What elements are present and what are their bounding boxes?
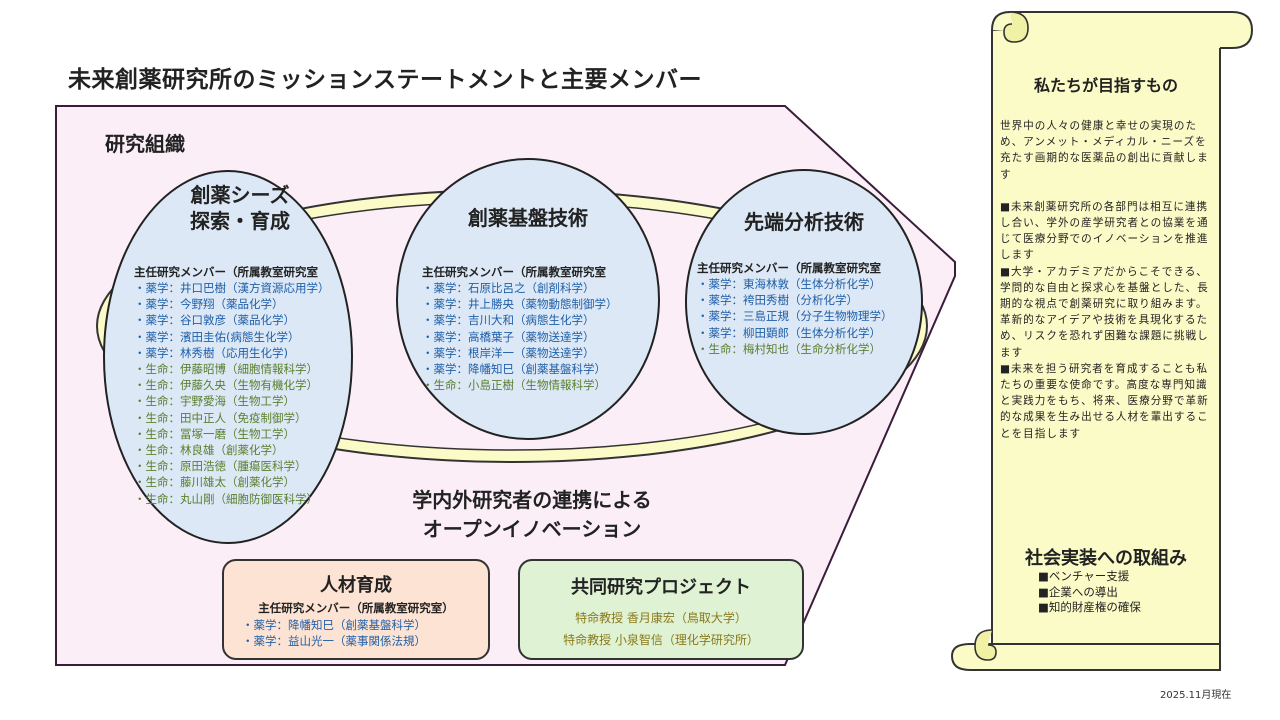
mission-paragraph: ■未来を担う研究者を育成することも私たちの重要な使命です。高度な専門知識と実践力… xyxy=(1000,362,1209,440)
list-item: ・生命：藤川雄太（創薬化学） xyxy=(134,475,295,490)
cluster-title-seeds-line1: 創薬シーズ xyxy=(190,183,290,207)
list-item: ・生命：伊藤久央（生物有機化学） xyxy=(134,378,318,393)
list-item: ・生命：梅村知也（生命分析化学） xyxy=(697,341,881,356)
cluster-title-platform: 創薬基盤技術 xyxy=(468,206,588,230)
list-item: ・薬学：吉川大和（病態生化学） xyxy=(422,313,595,328)
list-item: ・薬学：高橋葉子（薬物送達学） xyxy=(422,329,595,344)
list-item: ・生命：冨塚一磨（生物工学） xyxy=(134,426,295,441)
social-implementation-list: ■ベンチャー支援 ■企業への導出 ■知的財産権の確保 xyxy=(1038,569,1141,616)
mission-scroll xyxy=(950,11,1254,671)
cluster-members-header-seeds: 主任研究メンバー（所属教室研究室 xyxy=(134,265,318,279)
list-item: ・生命：原田浩徳（腫瘍医科学） xyxy=(134,459,307,474)
list-item: ・薬学：根岸洋一（薬物送達学） xyxy=(422,345,595,360)
mission-content: 私たちが目指すもの 世界中の人々の健康と幸せの実現のため、アンメット・メディカル… xyxy=(1000,60,1212,442)
list-item: ■知的財産権の確保 xyxy=(1038,600,1141,614)
list-item: ■ベンチャー支援 xyxy=(1038,569,1130,583)
list-item: ・生命：小島正樹（生物情報科学） xyxy=(422,378,606,393)
list-item: ・生命：伊藤昭博（細胞情報科学） xyxy=(134,362,318,377)
cluster-ellipse-seeds xyxy=(103,170,353,544)
collaboration-line1: 学内外研究者の連携による xyxy=(412,488,652,512)
cluster-member-list-seeds: ・薬学：井口巴樹（漢方資源応用学） ・薬学：今野翔（薬品化学） ・薬学：谷口敦彦… xyxy=(134,280,330,507)
hr-box-members-header: 主任研究メンバー（所属教室研究室） xyxy=(258,601,454,615)
list-item: ・薬学：今野翔（薬品化学） xyxy=(134,297,284,312)
list-item: ・薬学：林秀樹（応用生化学) xyxy=(134,345,288,360)
list-item: ・生命：田中正人（免疫制御学） xyxy=(134,410,307,425)
list-item: 特命教授 香月康宏（鳥取大学） xyxy=(575,611,747,625)
mission-paragraph: 世界中の人々の健康と幸せの実現のため、アンメット・メディカル・ニーズを充たす画期… xyxy=(1000,120,1209,181)
joint-box-title: 共同研究プロジェクト xyxy=(571,577,751,598)
cluster-ellipse-platform xyxy=(396,158,660,440)
page-title: 未来創薬研究所のミッションステートメントと主要メンバー xyxy=(68,67,703,93)
list-item: ・薬学：井口巴樹（漢方資源応用学） xyxy=(134,281,330,295)
list-item: ・薬学：降幡知巳（創薬基盤科学） xyxy=(422,362,606,377)
list-item: ■企業への導出 xyxy=(1038,584,1118,599)
list-item: ・生命：宇野愛海（生物工学） xyxy=(134,394,295,409)
collaboration-line2: オープンイノベーション xyxy=(422,517,642,541)
cluster-member-list-platform: ・薬学：石原比呂之（創剤科学） ・薬学：井上勝央（薬物動態制御学） ・薬学：吉川… xyxy=(422,280,618,393)
list-item: ・薬学：益山光一（薬事関係法規） xyxy=(242,634,426,649)
list-item: ・生命：丸山剛（細胞防御医科学） xyxy=(134,491,318,506)
date-note: 2025.11月現在 xyxy=(1160,690,1232,701)
collaboration-caption: 学内外研究者の連携による オープンイノベーション xyxy=(362,486,702,544)
hr-box-title: 人材育成 xyxy=(320,575,392,596)
cluster-member-list-analysis: ・薬学：東海林敦（生体分析化学） ・薬学：袴田秀樹（分析化学） ・薬学：三島正規… xyxy=(697,276,893,357)
list-item: 特命教授 小泉智信（理化学研究所） xyxy=(563,633,759,647)
cluster-ellipse-analysis xyxy=(685,169,923,435)
list-item: ・薬学：井上勝央（薬物動態制御学） xyxy=(422,297,618,312)
list-item: ・薬学：柳田顕郎（生体分析化学） xyxy=(697,325,881,340)
list-item: ・薬学：東海林敦（生体分析化学） xyxy=(697,277,881,291)
mission-paragraph: ■大学・アカデミアだからこそできる、学問的な自由と探求心を基盤とした、長期的な視… xyxy=(1000,265,1209,359)
hr-development-box: 人材育成 主任研究メンバー（所属教室研究室） ・薬学：降幡知巳（創薬基盤科学） … xyxy=(222,559,490,660)
mission-paragraph: ■未来創薬研究所の各部門は相互に連携し合い、学外の産学研究者との協業を通じて医療… xyxy=(1000,200,1209,262)
cluster-members-header-platform: 主任研究メンバー（所属教室研究室 xyxy=(422,265,606,279)
mission-title: 私たちが目指すもの xyxy=(1033,76,1178,95)
list-item: ・薬学：濱田圭佑(病態生化学） xyxy=(134,329,300,344)
list-item: ・薬学：降幡知巳（創薬基盤科学） xyxy=(242,618,426,632)
joint-research-box: 共同研究プロジェクト 特命教授 香月康宏（鳥取大学） 特命教授 小泉智信（理化学… xyxy=(518,559,804,660)
cluster-title-seeds: 創薬シーズ 探索・育成 xyxy=(150,182,330,234)
list-item: ・薬学：石原比呂之（創剤科学） xyxy=(422,281,595,295)
list-item: ・薬学：谷口敦彦（薬品化学） xyxy=(134,313,295,328)
cluster-title-seeds-line2: 探索・育成 xyxy=(190,209,290,233)
hr-box-member-list: ・薬学：降幡知巳（創薬基盤科学） ・薬学：益山光一（薬事関係法規） xyxy=(242,617,488,649)
research-org-label: 研究組織 xyxy=(105,132,185,156)
cluster-members-header-analysis: 主任研究メンバー（所属教室研究室 xyxy=(697,261,881,275)
social-implementation-title: 社会実装への取組み xyxy=(1025,548,1187,569)
list-item: ・生命：林良雄（創薬化学） xyxy=(134,443,284,458)
cluster-title-analysis: 先端分析技術 xyxy=(744,210,864,234)
list-item: ・薬学：袴田秀樹（分析化学） xyxy=(697,293,858,308)
list-item: ・薬学：三島正規（分子生物物理学） xyxy=(697,309,893,324)
joint-box-member-list: 特命教授 香月康宏（鳥取大学） 特命教授 小泉智信（理化学研究所） xyxy=(520,607,802,651)
